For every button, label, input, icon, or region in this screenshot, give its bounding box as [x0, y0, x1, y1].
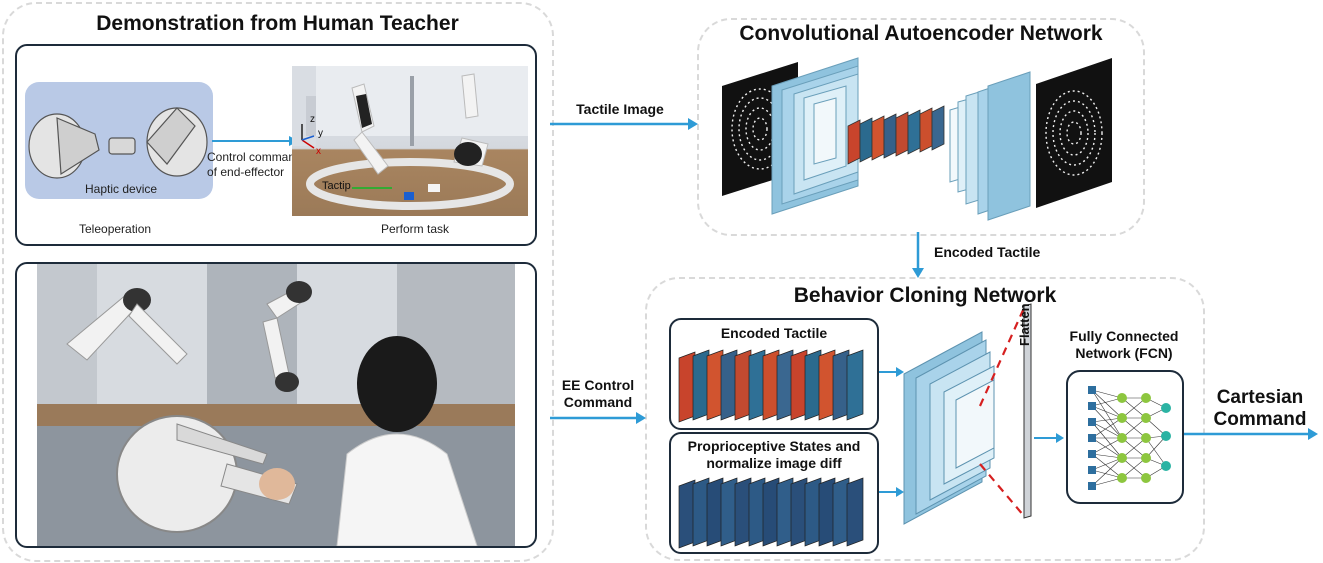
- autoencoder-title: Convolutional Autoencoder Network: [739, 22, 1103, 45]
- human-teacher-photo: [37, 264, 515, 546]
- cartesian-line-2: Command: [1213, 409, 1307, 430]
- fcn-label: Fully Connected Network (FCN): [1058, 328, 1190, 362]
- perform-task-caption: Perform task: [381, 222, 450, 236]
- haptic-device-label: Haptic device: [85, 182, 158, 196]
- encoded-tactile-input-box: Encoded Tactile: [669, 318, 879, 430]
- flatten-label: Flatten: [1017, 303, 1032, 346]
- control-command-label: Control command of end-effector: [207, 150, 302, 180]
- demonstration-title: Demonstration from Human Teacher: [96, 12, 459, 35]
- tactip-label: Tactip: [322, 180, 351, 192]
- haptic-device-illustration: [28, 107, 299, 179]
- proprioceptive-input-box: Proprioceptive States and normalize imag…: [669, 432, 879, 554]
- axis-x-label: x: [316, 146, 321, 157]
- proprioceptive-feature-maps: [678, 477, 864, 549]
- encoded-tactile-box-label: Encoded Tactile: [720, 325, 828, 341]
- ee-control-line-1: EE Control: [561, 377, 635, 393]
- fcn-line-2: Network (FCN): [1075, 345, 1173, 361]
- encoded-tactile-arrow-label: Encoded Tactile: [934, 244, 1041, 260]
- demonstration-group: [2, 2, 554, 562]
- teleoperation-caption: Teleoperation: [79, 222, 152, 236]
- proprioceptive-line-2: normalize image diff: [706, 455, 842, 471]
- fcn-box: [1066, 370, 1184, 504]
- control-command-line-2: of end-effector: [207, 165, 285, 179]
- tactile-image-label: Tactile Image: [576, 101, 664, 117]
- control-command-line-1: Control command: [207, 150, 302, 164]
- autoencoder-group: [697, 18, 1145, 236]
- cartesian-line-1: Cartesian: [1216, 387, 1304, 408]
- encoded-tactile-feature-maps: [678, 349, 864, 423]
- behavior-cloning-group: [645, 277, 1205, 561]
- fcn-network-graph: [1088, 386, 1171, 490]
- ee-control-line-2: Command: [563, 394, 633, 410]
- ee-control-command-label: EE Control Command: [548, 377, 648, 411]
- task-photo: z y x Tactip: [292, 66, 528, 216]
- proprioceptive-line-1: Proprioceptive States and: [687, 438, 861, 454]
- teleoperation-panel: Haptic device Control command of end-eff…: [15, 44, 537, 246]
- fcn-line-1: Fully Connected: [1069, 328, 1179, 344]
- proprioceptive-box-label: Proprioceptive States and normalize imag…: [671, 438, 877, 472]
- axis-y-label: y: [318, 128, 323, 139]
- behavior-cloning-title: Behavior Cloning Network: [793, 284, 1057, 307]
- cartesian-command-label: Cartesian Command: [1200, 387, 1320, 431]
- axis-z-label: z: [310, 114, 315, 125]
- human-teacher-photo-panel: [15, 262, 537, 548]
